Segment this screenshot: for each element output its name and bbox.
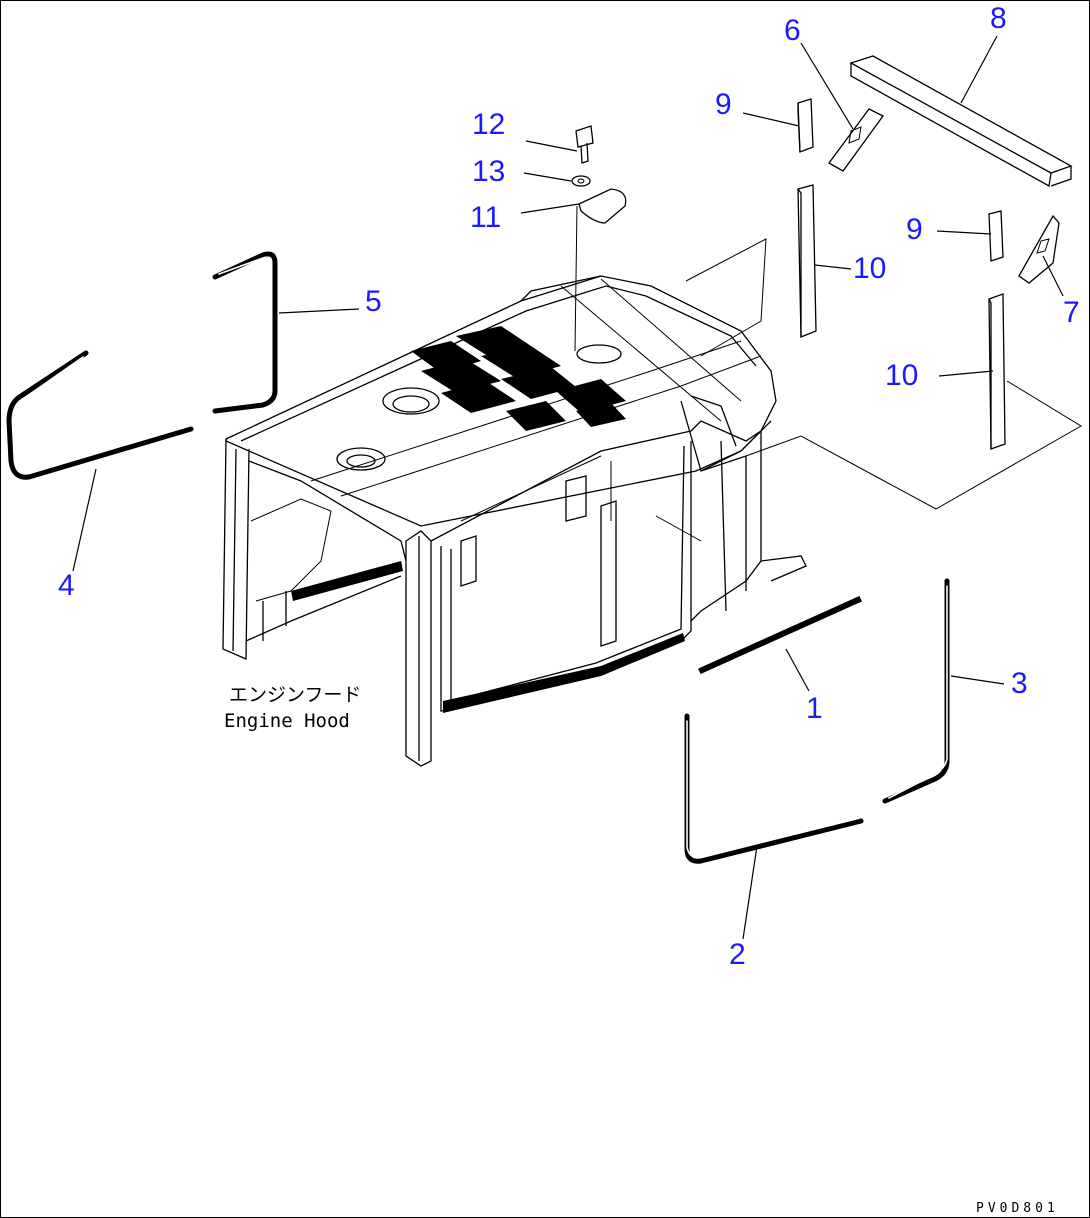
callout-1: 1 (806, 692, 823, 725)
part-9-block-upper (797, 98, 814, 153)
part-10-block-lower (988, 293, 1006, 450)
callout-6: 6 (784, 14, 801, 47)
callout-10-upper: 10 (853, 252, 886, 285)
engine-hood (222, 275, 807, 767)
part-9-block-lower (988, 210, 1004, 262)
callout-7: 7 (1063, 296, 1080, 329)
part-13-washer (571, 175, 591, 187)
callout-8: 8 (990, 2, 1007, 35)
callout-labels: 1 2 3 4 5 6 7 8 9 9 10 10 11 12 13 (58, 2, 1080, 971)
part-7-plate (1018, 214, 1060, 284)
part-3-seal-right (882, 578, 950, 804)
grille-vents (411, 326, 626, 431)
callout-3: 3 (1011, 667, 1028, 700)
callout-13: 13 (472, 155, 505, 188)
caption-english: Engine Hood (224, 710, 350, 732)
callout-9-lower: 9 (906, 213, 923, 246)
part-2-seal-lower (684, 713, 864, 864)
callout-9-upper: 9 (715, 88, 732, 121)
part-4-seal-front (6, 350, 194, 480)
callout-4: 4 (58, 569, 75, 602)
part-11-cover (578, 188, 627, 224)
callout-11: 11 (470, 201, 501, 234)
callout-5: 5 (365, 285, 382, 318)
part-5-seal-upper (212, 251, 278, 414)
part-10-block-upper (797, 184, 817, 338)
callout-2: 2 (729, 938, 746, 971)
leader-lines (72, 35, 1082, 940)
part-12-bolt (575, 125, 594, 164)
part-1-seal-strip (697, 596, 863, 674)
callout-12: 12 (472, 108, 505, 141)
part-6-plate (828, 108, 884, 172)
drawing-code: PV0D801 (976, 1201, 1059, 1216)
caption-japanese: エンジンフード (229, 684, 361, 706)
part-8-bar (849, 55, 1073, 188)
callout-10-lower: 10 (885, 359, 918, 392)
